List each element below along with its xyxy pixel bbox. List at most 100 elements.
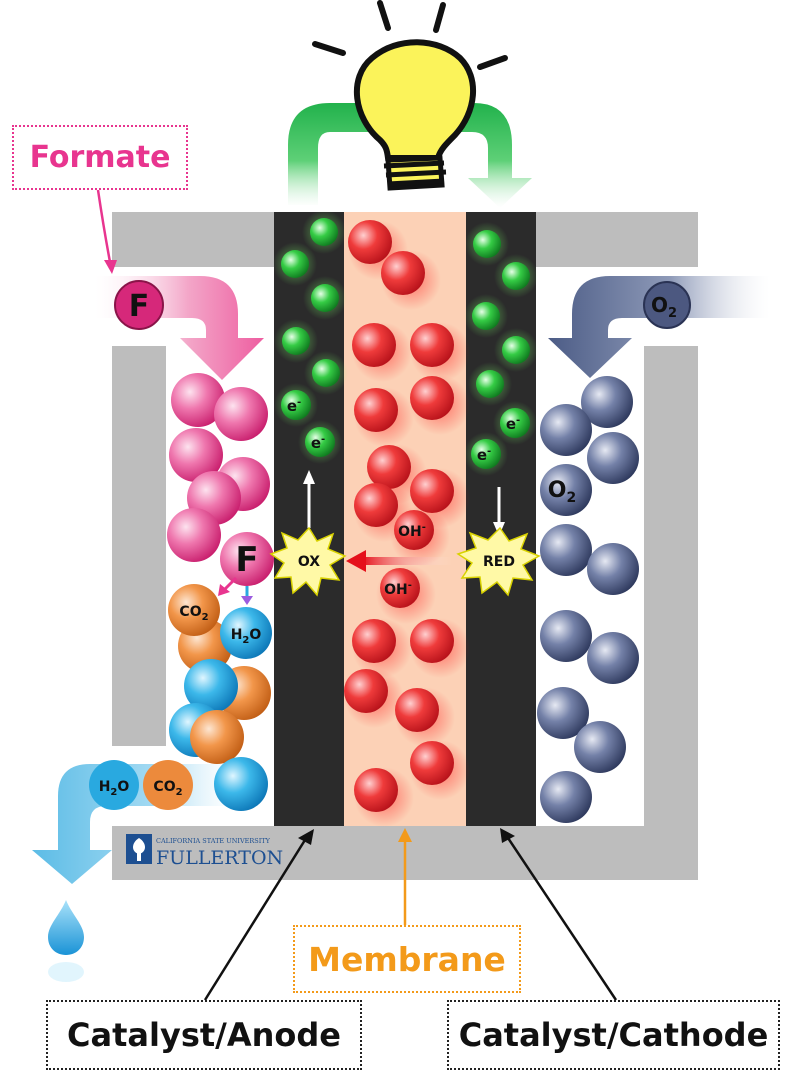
housing-left-wall <box>112 346 166 746</box>
svg-text:e-: e- <box>506 415 520 433</box>
light-bulb-icon <box>312 0 508 191</box>
co2-particle <box>190 710 244 764</box>
hydroxide-particle <box>395 687 455 747</box>
electron-particle <box>303 276 347 320</box>
membrane-label: Membrane <box>293 925 521 993</box>
formate-inlet-molecule: F <box>114 280 164 330</box>
electron-particle <box>465 222 509 266</box>
water-particle <box>184 659 238 713</box>
anode-callout-arrow <box>203 829 314 1001</box>
hydroxide-particle <box>410 322 470 382</box>
oxygen-molecule: O2 <box>540 464 592 516</box>
svg-text:O2: O2 <box>651 293 677 321</box>
formate-particle <box>214 387 268 441</box>
outlet-co2-molecule: CO2 <box>143 760 193 810</box>
electron-labelled: e- <box>274 383 318 427</box>
svg-text:OH-: OH- <box>384 580 412 598</box>
svg-text:e-: e- <box>311 434 325 452</box>
university-logo: CALIFORNIA STATE UNIVERSITY FULLERTON <box>126 834 283 869</box>
oxygen-particle <box>537 687 589 739</box>
formate-molecule: F <box>220 532 274 586</box>
electron-particle <box>273 242 317 286</box>
oxidation-burst: OX <box>269 526 347 597</box>
hydroxide-particle <box>410 618 470 678</box>
oxygen-particle <box>581 376 633 428</box>
hydroxide-particle <box>352 618 412 678</box>
electron-labelled: e- <box>298 420 342 464</box>
cathode-callout-arrow <box>500 828 618 1001</box>
oxygen-particle <box>574 721 626 773</box>
catalyst-cathode-label: Catalyst/Cathode <box>447 1000 780 1070</box>
hydroxide-ion-labelled: OH- <box>390 506 450 566</box>
electron-particle <box>494 328 538 372</box>
housing <box>112 212 698 880</box>
oxygen-particle <box>540 610 592 662</box>
oxygen-particle <box>587 543 639 595</box>
catalyst-cathode-label-text: Catalyst/Cathode <box>458 1016 769 1054</box>
hydroxide-particle <box>352 322 412 382</box>
hydroxide-transport-arrow <box>346 550 452 572</box>
electron-particles <box>273 210 538 406</box>
hydroxide-particle <box>344 668 404 728</box>
hydroxide-particle <box>381 250 441 310</box>
water-molecule: H2O <box>220 607 272 659</box>
svg-text:H2O: H2O <box>231 627 262 646</box>
electron-particle <box>494 254 538 298</box>
hydroxide-ion-labelled: OH- <box>376 564 436 624</box>
svg-text:e-: e- <box>477 446 491 464</box>
oxygen-inlet-molecule: O2 <box>643 281 691 329</box>
formate-label-text: Formate <box>29 140 171 175</box>
oxygen-particles <box>537 376 639 823</box>
outlet-water-molecule: H2O <box>89 760 139 810</box>
catalyst-anode-label-text: Catalyst/Anode <box>67 1016 341 1054</box>
formate-callout-arrow <box>96 189 117 274</box>
water-particle <box>214 757 268 811</box>
electron-particle <box>304 351 348 395</box>
electron-labelled: e- <box>493 401 537 445</box>
product-particles <box>169 619 271 811</box>
catalyst-anode-label: Catalyst/Anode <box>46 1000 362 1070</box>
svg-text:e-: e- <box>287 397 301 415</box>
electron-particle <box>464 294 508 338</box>
co2-molecule: CO2 <box>168 584 220 636</box>
electron-particle <box>468 362 512 406</box>
hydroxide-particles <box>344 220 470 827</box>
hydroxide-particle <box>354 387 414 447</box>
formate-particle <box>167 508 221 562</box>
oxygen-particle <box>587 432 639 484</box>
formate-label: Formate <box>12 125 188 190</box>
formate-symbol: F <box>235 540 258 580</box>
formate-particle <box>169 428 223 482</box>
housing-top-right <box>534 212 698 267</box>
water-drop-icon <box>48 900 84 982</box>
svg-text:CO2: CO2 <box>179 604 208 623</box>
reduction-label: RED <box>483 554 515 570</box>
reduction-burst: RED <box>456 526 541 597</box>
hydroxide-particle <box>410 740 470 800</box>
products-outlet-arrow <box>32 764 245 884</box>
svg-text:O2: O2 <box>548 478 576 506</box>
electron-labelled: e- <box>464 432 508 476</box>
oxygen-particle <box>540 404 592 456</box>
oxygen-particle <box>540 524 592 576</box>
oxygen-particle <box>540 771 592 823</box>
logo-line2: FULLERTON <box>156 847 283 869</box>
external-circuit-arrow <box>288 103 532 208</box>
hydroxide-particle <box>354 767 414 827</box>
logo-line1: CALIFORNIA STATE UNIVERSITY <box>156 837 271 845</box>
formate-inlet-symbol: F <box>129 289 150 324</box>
formate-particle <box>171 373 225 427</box>
hydroxide-particle <box>410 375 470 435</box>
electron-flow-arrow-up <box>303 470 315 528</box>
housing-top-left <box>112 212 276 267</box>
svg-text:H2O: H2O <box>99 779 130 798</box>
decomposition-arrows <box>218 576 253 605</box>
oxidation-label: OX <box>298 554 320 570</box>
oxygen-inlet-arrow <box>548 276 770 378</box>
svg-text:CO2: CO2 <box>153 779 182 798</box>
svg-text:OH-: OH- <box>398 522 426 540</box>
electron-particle <box>274 319 318 363</box>
oxygen-particle <box>587 632 639 684</box>
membrane-callout-arrow <box>398 828 412 925</box>
